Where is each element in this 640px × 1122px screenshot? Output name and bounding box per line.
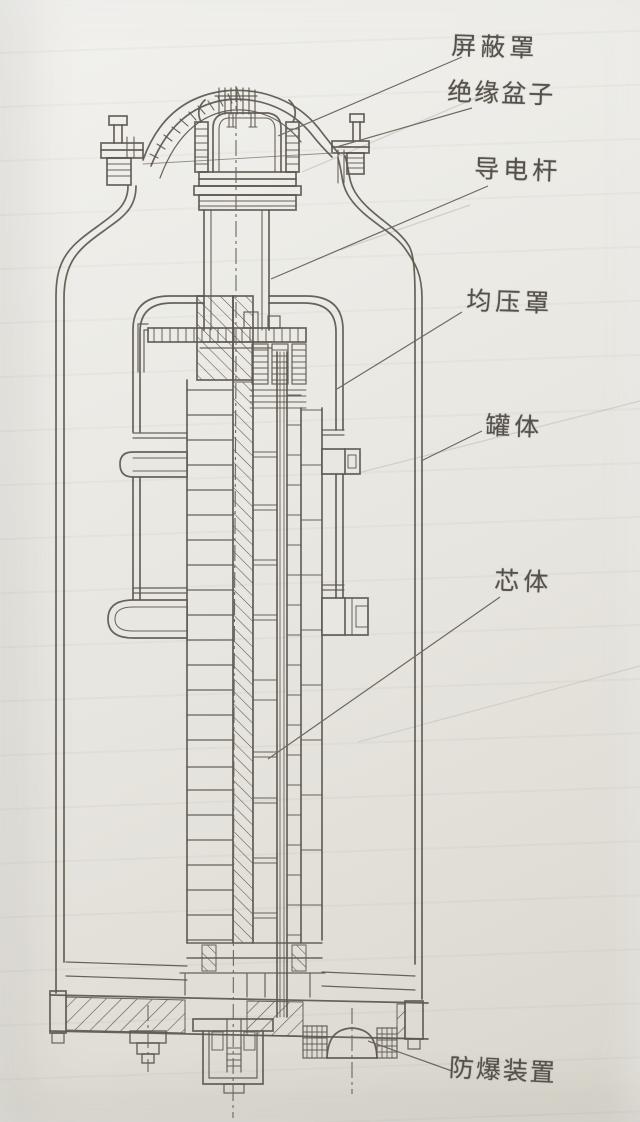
- label-insulating-basin: 绝缘盆子: [446, 77, 556, 110]
- label-conductive-rod: 导电杆: [473, 154, 562, 187]
- label-core-body: 芯体: [493, 566, 553, 598]
- grading-ring-upper: [119, 429, 361, 478]
- shield-cover: [193, 99, 302, 211]
- leader-lines: [267, 56, 501, 1072]
- core-body: [107, 351, 369, 1018]
- label-shield-cover: 屏蔽罩: [450, 31, 539, 64]
- leader-shield-cover: [277, 56, 463, 137]
- label-grading-shield: 均压罩: [465, 286, 554, 319]
- leader-core-body: [267, 596, 501, 760]
- tank-body-outline: [55, 113, 423, 1000]
- ghost-bleedthrough-lines: [301, 96, 640, 743]
- bottom-plate: [49, 942, 429, 1094]
- leader-conductive-rod: [270, 185, 489, 280]
- grading-ring-lower: [107, 584, 369, 639]
- label-tank-body: 罐体: [484, 411, 544, 443]
- centerlines: [147, 86, 353, 1119]
- grading-shield: [132, 295, 344, 601]
- explosion-proof-device: [302, 1025, 398, 1059]
- insulating-basin: [142, 87, 340, 179]
- leader-tank-body: [420, 430, 483, 462]
- leader-explosion-proof: [367, 1040, 453, 1072]
- leader-insulating-basin: [332, 107, 473, 149]
- leader-grading-shield: [336, 311, 463, 390]
- label-explosion-proof: 防爆装置: [448, 1053, 558, 1088]
